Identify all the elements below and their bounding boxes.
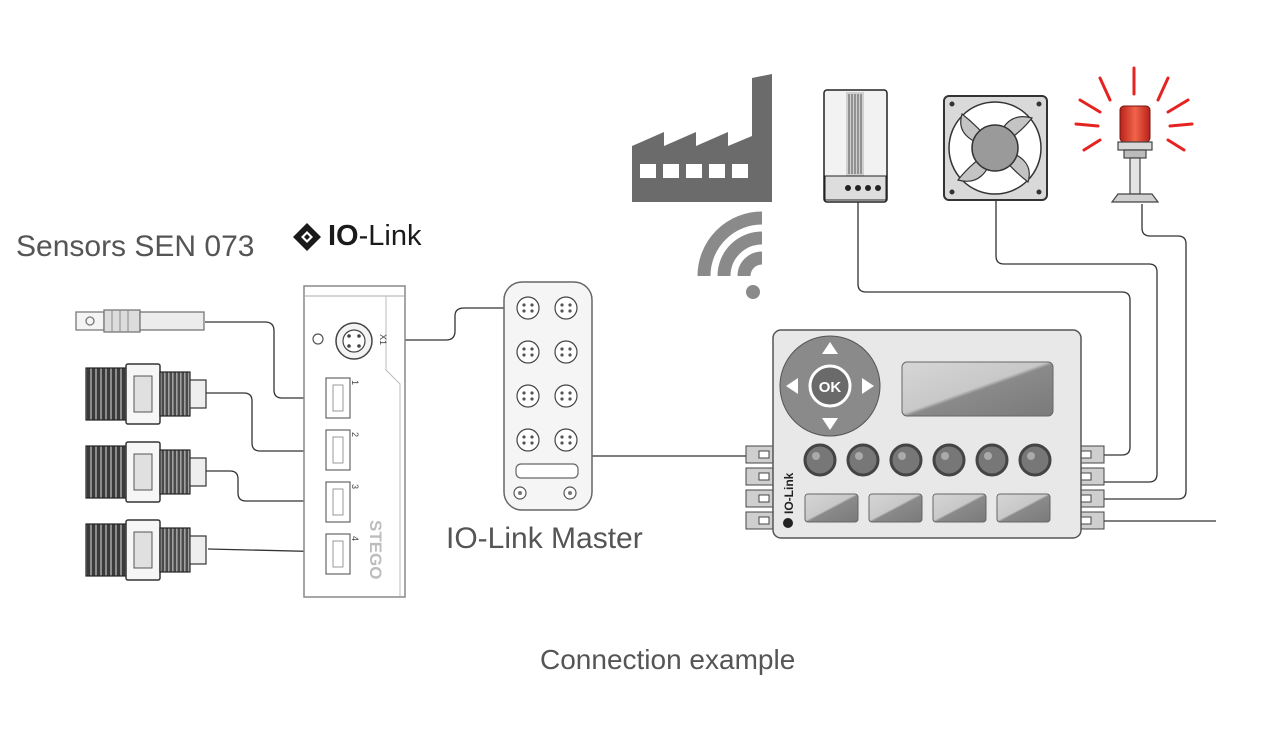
hub-x1-label: X1: [378, 334, 388, 345]
arrow-left-icon: [786, 378, 798, 394]
fan-icon: [943, 95, 1048, 201]
ok-button-label: OK: [819, 379, 842, 396]
wire-temp-sensor: [205, 321, 335, 399]
io-link-logo-link: -Link: [358, 220, 422, 252]
heater-icon: [823, 89, 888, 203]
navigation-pad: OK: [779, 335, 881, 437]
port-number-3: 3: [350, 484, 360, 489]
io-link-logo-icon: [293, 222, 321, 251]
port-number-1: 1: [350, 380, 360, 385]
arrow-right-icon: [862, 378, 874, 394]
wire-sensor-2: [205, 470, 335, 502]
wire-hub-to-master: [366, 307, 518, 341]
connection-example-caption: Connection example: [540, 644, 796, 675]
signal-light-icon: [1074, 66, 1194, 203]
status-displays: [804, 493, 1051, 523]
factory-icon: [632, 74, 772, 202]
controller-device: OK IO-Link: [745, 329, 1105, 539]
wires: [205, 200, 1216, 553]
sensors-title: Sensors SEN 073: [16, 230, 255, 263]
hub-port-4: 4: [325, 533, 360, 575]
wifi-icon: [697, 211, 763, 299]
sensor-2: [85, 441, 207, 503]
controller-side-logo: IO-Link: [782, 472, 796, 514]
left-connectors: [745, 445, 777, 530]
sensor-1: [85, 363, 207, 425]
wire-light: [1100, 204, 1187, 500]
arrow-up-icon: [822, 342, 838, 354]
temp-sensor: [75, 309, 205, 333]
io-link-logo-io: IO: [328, 220, 359, 252]
io-link-logo: IO-Link: [292, 220, 421, 253]
function-buttons: [803, 443, 1052, 477]
port-number-4: 4: [350, 536, 360, 541]
controller-display: [901, 361, 1054, 417]
port-number-2: 2: [350, 432, 360, 437]
sensor-hub: X1 1 2 3 4 STEGO: [303, 285, 406, 598]
hub-brand: STEGO: [366, 520, 385, 580]
hub-port-2: 2: [325, 429, 360, 471]
wire-heater: [857, 200, 1131, 456]
hub-port-3: 3: [325, 481, 360, 523]
hub-port-1: 1: [325, 377, 360, 419]
master-ports: [516, 296, 578, 452]
sensor-3: [85, 519, 207, 581]
io-link-master: [503, 281, 593, 511]
wire-fan: [995, 200, 1158, 483]
wire-sensor-1: [205, 392, 335, 452]
arrow-down-icon: [822, 418, 838, 430]
io-link-master-label: IO-Link Master: [446, 522, 643, 555]
